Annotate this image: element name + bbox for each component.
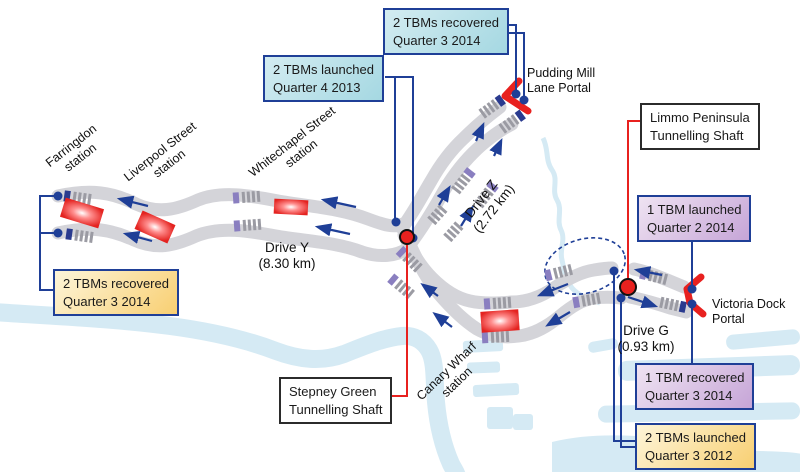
connector-lines [39, 24, 693, 448]
callout-line: Stepney Green [289, 384, 377, 399]
whitechapel-station-box [273, 198, 309, 216]
callout-stepney-shaft: Stepney Green Tunnelling Shaft [279, 377, 393, 425]
tbm-marker [387, 273, 415, 300]
tbm-marker [498, 109, 526, 134]
callout-line: Tunnelling Shaft [650, 127, 744, 143]
tbm-marker [427, 204, 448, 226]
callout-line: Tunnelling Shaft [289, 401, 383, 417]
farringdon-station-box [59, 197, 105, 229]
drive-direction-arrows [116, 121, 663, 328]
stepney-green-shaft-marker [399, 229, 415, 245]
drive-y-upper-bore [51, 185, 410, 233]
royal-dock [726, 329, 800, 350]
tbm-marker [474, 181, 499, 209]
callout-pml-recovered: 2 TBMs recovered Quarter 3 2014 [383, 8, 509, 56]
river-lea [540, 136, 601, 306]
callout-line: Quarter 3 2014 [63, 293, 151, 309]
callout-line: 1 TBM recovered [645, 370, 745, 385]
dock-basin [472, 382, 520, 398]
label-pudding-mill-portal: Pudding Mill Lane Portal [527, 66, 596, 95]
victoria-dock-portal-marker [683, 273, 707, 318]
label-drive-g: Drive G (0.93 km) [617, 322, 675, 354]
station-markers [59, 197, 520, 333]
tbm-marker [478, 94, 506, 119]
tbm-marker [659, 296, 687, 313]
tbm-marker [65, 228, 94, 243]
label-victoria-dock-portal: Victoria Dock Portal [712, 297, 786, 326]
tunnel-end-dots [53, 89, 697, 309]
river-thames [0, 303, 465, 472]
pudding-mill-portal-marker [501, 77, 532, 115]
limmo-shaft-marker [619, 278, 637, 296]
liverpool-street-station-box [134, 210, 176, 244]
callout-line: Quarter 4 2013 [273, 79, 361, 95]
tbm-marker [232, 190, 261, 204]
callout-line: 2 TBMs launched [273, 62, 374, 77]
tbm-marker [572, 292, 601, 309]
callout-limmo-shaft: Limmo Peninsula Tunnelling Shaft [640, 103, 760, 151]
callout-west-recovered: 2 TBMs recovered Quarter 3 2014 [53, 269, 179, 317]
callout-line: 1 TBM launched [647, 202, 742, 217]
dock-basin [513, 414, 533, 430]
limmo-loop-dashed [543, 237, 627, 295]
callout-launched-2012: 2 TBMs launched Quarter 3 2012 [635, 423, 756, 471]
canary-wharf-station-box [480, 309, 520, 333]
callout-line: 2 TBMs launched [645, 430, 746, 445]
tbm-marker [483, 296, 512, 310]
tbm-marker [233, 218, 262, 232]
callout-line: Quarter 2 2014 [647, 219, 735, 235]
tbm-marker [544, 264, 574, 282]
callout-launched-2013: 2 TBMs launched Quarter 4 2013 [263, 55, 384, 103]
dock-basin [466, 361, 501, 374]
callout-recovered-q3-2014: 1 TBM recovered Quarter 3 2014 [635, 363, 755, 411]
dock-basin [588, 338, 619, 353]
callout-line: 2 TBMs recovered [63, 276, 169, 291]
drive-z-lower-bore [404, 117, 519, 250]
tbm-marker [481, 330, 510, 344]
label-drive-y: Drive Y (8.30 km) [258, 239, 316, 271]
callout-line: Quarter 3 2014 [393, 32, 481, 48]
tbm-marker [443, 221, 464, 243]
drive-y-lower-bore [51, 222, 414, 263]
tbm-marker [451, 167, 476, 195]
dock-basin [487, 407, 513, 429]
callout-line: Quarter 3 2012 [645, 447, 733, 463]
callout-line: Quarter 3 2014 [645, 387, 733, 403]
callout-line: Limmo Peninsula [650, 110, 750, 125]
callout-launched-q2-2014: 1 TBM launched Quarter 2 2014 [637, 195, 752, 243]
callout-line: 2 TBMs recovered [393, 15, 499, 30]
